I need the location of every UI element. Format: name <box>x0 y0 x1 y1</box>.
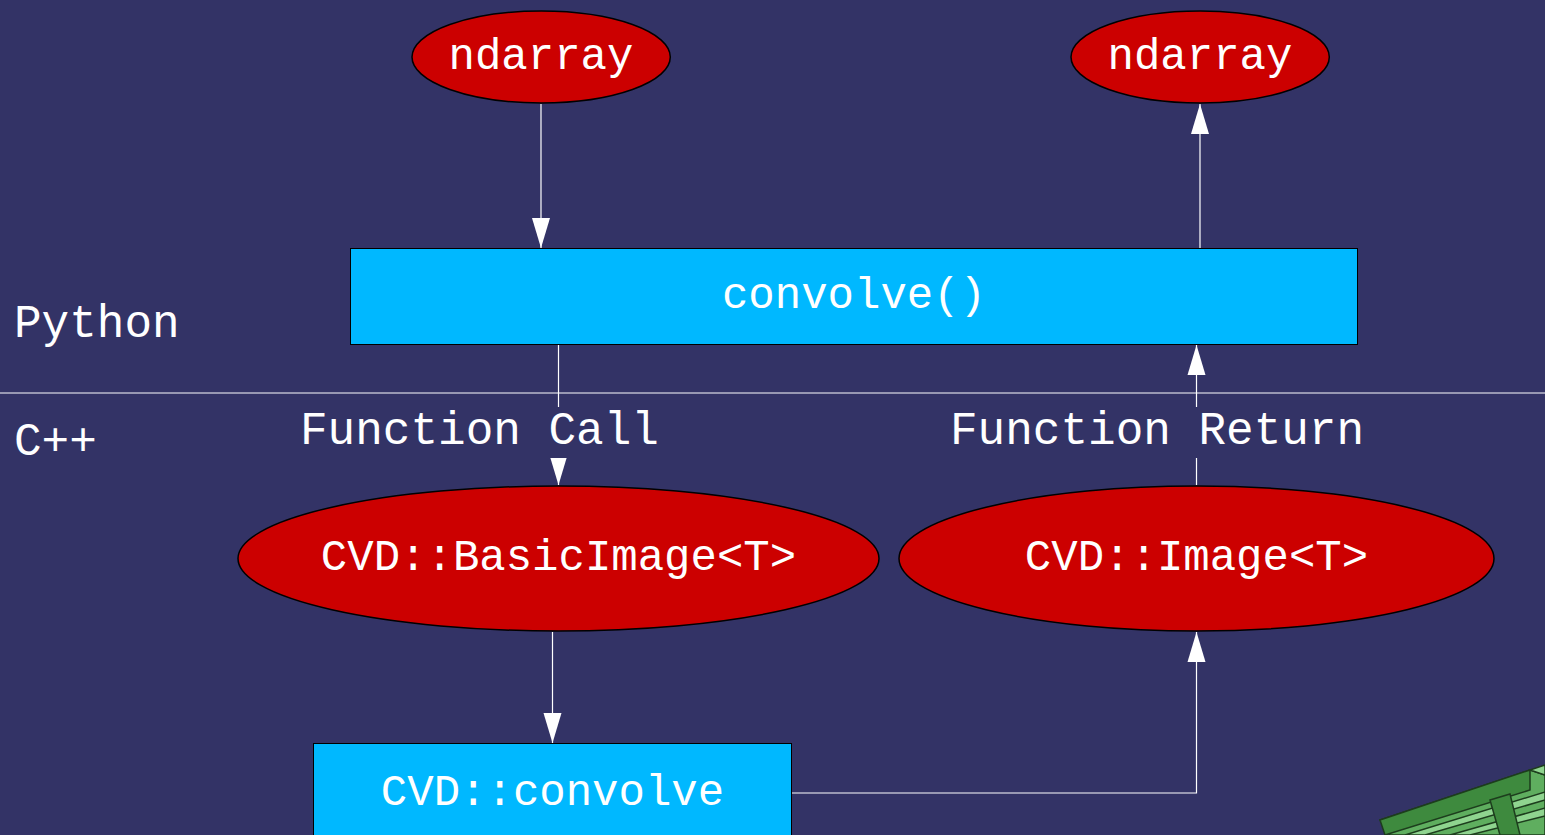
ellipse-shape <box>1071 11 1329 103</box>
data-ellipse: ndarray <box>1070 10 1330 104</box>
arrowhead <box>532 218 550 248</box>
node-text: convolve() <box>722 272 986 320</box>
data-ellipse: CVD::Image<T> <box>898 485 1495 632</box>
flow-arrow <box>532 104 550 248</box>
arrowhead <box>550 455 568 485</box>
flow-arrow <box>1191 104 1209 248</box>
flow-label: Function Return <box>946 407 1368 458</box>
ellipse-shape <box>238 486 879 631</box>
flow-label: Function Call <box>296 407 663 458</box>
data-ellipse: ndarray <box>411 10 671 104</box>
layer-label: Python <box>10 300 184 351</box>
connector-line <box>792 632 1197 793</box>
process-box: convolve() <box>350 248 1358 345</box>
separator-line <box>0 393 1545 394</box>
node-text: CVD::Image<T> <box>1025 534 1368 582</box>
node-text: ndarray <box>449 33 634 81</box>
ellipse-shape <box>412 11 670 103</box>
flow-arrow <box>792 632 1206 793</box>
flow-arrow <box>544 632 562 743</box>
arrowhead <box>1191 104 1209 134</box>
data-ellipse: CVD::BasicImage<T> <box>237 485 880 632</box>
layer-label: C++ <box>10 418 101 469</box>
process-box: CVD::convolve <box>313 743 792 835</box>
arrowhead <box>1188 345 1206 375</box>
node-text: CVD::convolve <box>381 769 724 817</box>
maze-icon <box>1380 765 1545 835</box>
arrowhead <box>1188 632 1206 662</box>
ellipse-shape <box>899 486 1494 631</box>
node-text: ndarray <box>1108 33 1293 81</box>
node-text: CVD::BasicImage<T> <box>321 534 796 582</box>
arrowhead <box>544 713 562 743</box>
